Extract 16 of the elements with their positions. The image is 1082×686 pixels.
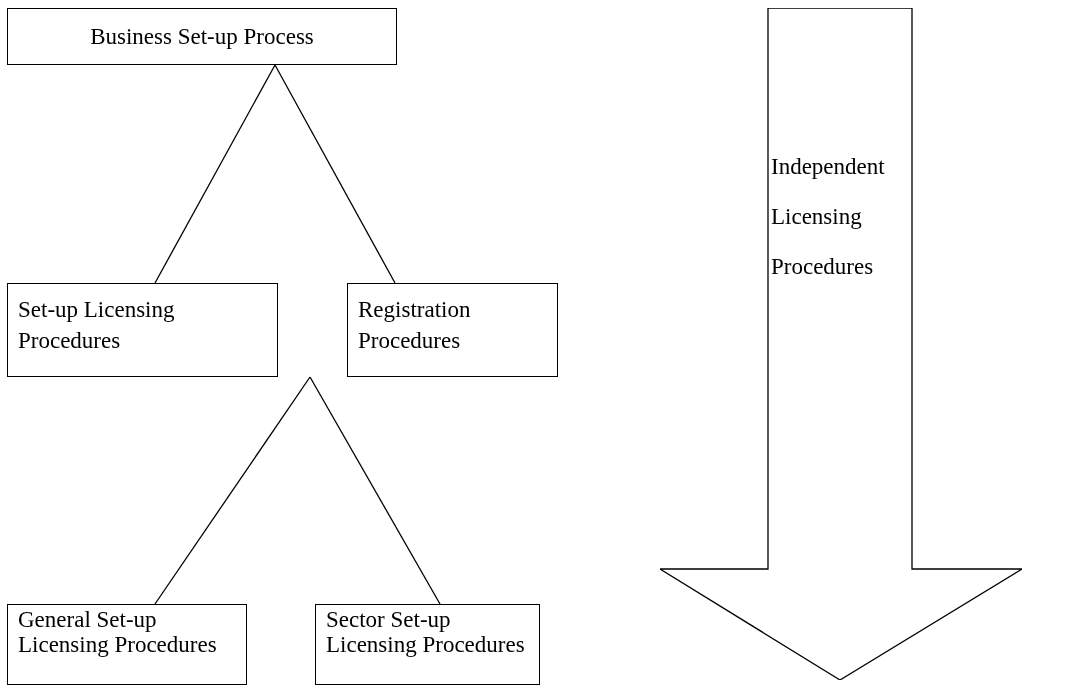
down-arrow-shape	[660, 8, 1022, 680]
box-label: Set-up Licensing Procedures	[18, 296, 176, 355]
process-box	[7, 8, 397, 65]
box-label: Sector Set-up Licensing Procedures	[326, 607, 526, 657]
connector-line	[274, 64, 396, 284]
arrow-label: Independent Licensing Procedures	[771, 153, 886, 281]
process-box	[7, 283, 278, 377]
process-box	[347, 283, 558, 377]
connector-line	[154, 376, 311, 605]
connector-line	[154, 64, 276, 284]
box-label: General Set-up Licensing Procedures	[18, 607, 218, 657]
box-label: Registration Procedures	[358, 296, 472, 355]
box-label: Business Set-up Process	[90, 23, 314, 51]
process-box	[315, 604, 540, 685]
process-box	[7, 604, 247, 685]
connector-line	[309, 376, 441, 605]
